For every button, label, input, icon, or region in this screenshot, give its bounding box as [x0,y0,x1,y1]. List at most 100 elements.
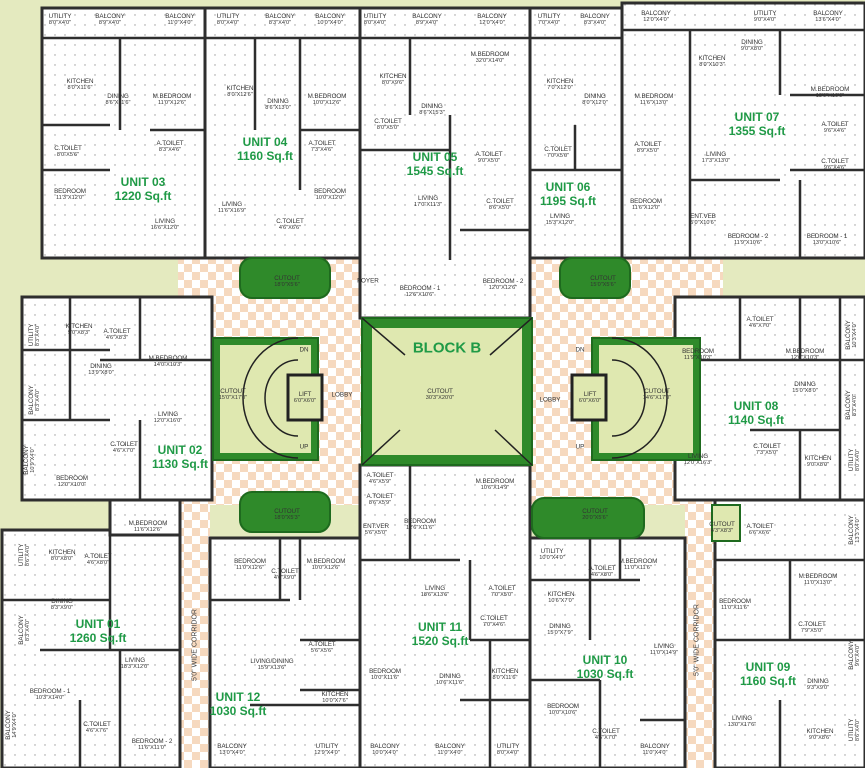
room-name: M.BEDROOM [128,519,168,527]
unit-area: 1140 Sq.ft [727,413,785,427]
unit-area: 1130 Sq.ft [151,457,209,471]
room-name: LIVING [157,410,179,418]
room-dimensions: 8'6"X4'0" [24,543,31,567]
room-name: LIFT [583,390,597,398]
room-name: UTILITY [537,12,561,20]
room-dimensions: 8'0"X12'6" [227,91,253,98]
room-dimensions: 11'0"X12'6" [235,564,265,571]
room-name: UTILITY [363,12,387,20]
room-name: KITCHEN [804,454,832,462]
lobby-right-label: LOBBY [539,396,561,404]
room-name: BEDROOM - 2 [482,277,524,285]
unit-name: UNIT 07 [734,110,780,125]
room-dimensions: 11'6"X16'9" [217,207,247,214]
room-dimensions: 8'6"X5'0" [488,204,512,211]
room-name: C.TOILET [374,117,402,125]
room-dimensions: 15'3"X12'0" [545,219,575,226]
room-name: M.BEDROOM [306,557,346,565]
room-dimensions: 11'9"X10'6" [733,239,763,246]
room-name: BEDROOM [547,702,579,710]
room-name: LIVING [731,714,753,722]
room-name: BEDROOM [369,667,401,675]
room-name: M.BEDROOM [785,347,825,355]
room-name: BEDROOM - 1 [29,687,71,695]
room-dimensions: 7'3"X5'0" [755,449,779,456]
room-dimensions: 4'6"X8'0" [590,571,614,578]
room-name: KITCHEN [698,54,726,62]
room-dimensions: 10'0"X12'6" [312,99,342,106]
room-name: LIVING/DINING [250,657,294,665]
unit-11-block [358,463,532,768]
room-name: LIVING [154,217,176,225]
room-name: C.TOILET [798,620,826,628]
room-dimensions: 18'6"X13'6" [420,591,450,598]
room-name: M.BEDROOM [307,92,347,100]
room-dimensions: 5'0"X10'6" [690,219,716,226]
planter-cutout-top-left [239,257,331,299]
room-name: M.BEDROOM [810,85,850,93]
room-name: KITCHEN [226,84,254,92]
room-dimensions: 8'6"X15'3" [419,109,445,116]
room-dimensions: 16'6"X12'0" [150,224,180,231]
room-name: DINING [51,597,73,605]
room-dimensions: 8'3"X4'0" [583,19,607,26]
lobby-left-label: LOBBY [331,391,353,399]
room-name: M.BEDROOM [798,572,838,580]
room-name: DINING [439,672,461,680]
room-name: BEDROOM [56,474,88,482]
room-dimensions: 11'0"X12'6" [157,99,187,106]
room-dimensions: 8'6"X11'6" [105,99,131,106]
room-dimensions: 10'6"X7'0" [548,597,574,604]
room-name: LIVING [424,584,446,592]
room-name: A.TOILET [366,471,394,479]
room-name: M.BEDROOM [152,92,192,100]
room-name: BALCONY [315,12,345,20]
unit-area: 1195 Sq.ft [539,194,597,208]
unit-name: UNIT 02 [157,443,203,458]
room-name: UTILITY [315,742,339,750]
room-name: C.TOILET [276,217,304,225]
unit-07-block [620,1,865,260]
room-dimensions: 15'0"X7'9" [547,629,573,636]
room-dimensions: 8'3"X4'0" [851,393,858,417]
room-dimensions: 10'0"X4'0" [317,19,343,26]
unit-01-upper [108,498,182,537]
room-name: BEDROOM [314,187,346,195]
room-dimensions: 7'0"X5'0" [546,152,570,159]
room-dimensions: 8'0"X11'6" [492,674,518,681]
room-name: BEDROOM [234,557,266,565]
